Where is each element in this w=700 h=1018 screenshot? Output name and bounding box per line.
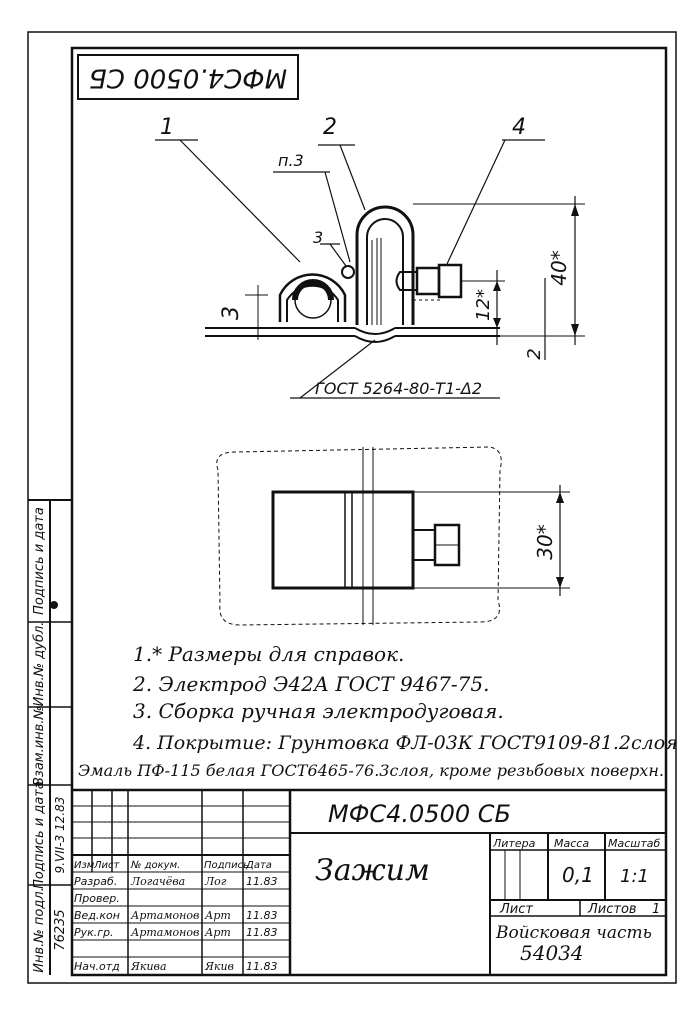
tb-role: Разраб. xyxy=(74,875,117,888)
hdr-izm: Изм xyxy=(74,860,95,871)
doc-code-rotated: МФС4.0500 СБ xyxy=(89,63,287,93)
tb-date: 11.83 xyxy=(246,960,278,973)
title-block: Изм Лист № докум. Подпись Дата Разраб. Л… xyxy=(72,788,666,975)
tb-date: 11.83 xyxy=(246,926,278,939)
weld-standard: ГОСТ 5264-80-Т1-Δ2 xyxy=(315,379,482,398)
tb-row-prover: Провер. xyxy=(74,892,120,905)
note-3: 3. Сборка ручная электродуговая. xyxy=(133,699,504,723)
tb-title: Зажим xyxy=(315,853,430,888)
tb-row-vedkon: Вед.кон Артамонов Арт 11.83 xyxy=(74,909,278,922)
tb-org-line2: 54034 xyxy=(520,941,584,965)
tb-name: Логачёва xyxy=(130,875,185,888)
note-4-continued: Эмаль ПФ-115 белая ГОСТ6465-76.3слоя, кр… xyxy=(78,761,664,780)
section-view: 1 2 п.3 4 3 3 40* 12* 2 ГОСТ 5264-80-Т1-… xyxy=(155,115,585,399)
dim-left-3: 3 xyxy=(219,306,244,320)
plan-view: 30* xyxy=(216,446,570,626)
outer-frame xyxy=(27,31,677,984)
stamp-sign-date-label: Подпись и дата xyxy=(32,507,47,615)
callout-p3: п.3 xyxy=(278,151,304,170)
tb-role: Провер. xyxy=(74,892,120,905)
tb-row-nachotd: Нач.отд Якива Якив 11.83 xyxy=(74,960,278,973)
stamp-inv-podl-label: Инв.№ подл. xyxy=(32,887,47,973)
hdr-doc-no: № докум. xyxy=(130,860,180,871)
tb-sign: Лог xyxy=(204,875,227,888)
dim-offset-12: 12* xyxy=(473,289,494,321)
callout-1: 1 xyxy=(160,115,174,140)
dim-width-30: 30* xyxy=(533,524,557,559)
tb-role: Рук.гр. xyxy=(74,926,114,939)
hdr-date: Дата xyxy=(245,860,272,871)
inner-frame xyxy=(70,46,668,977)
tb-sheet-label: Лист xyxy=(499,902,533,917)
tb-mass-label: Масса xyxy=(554,837,589,850)
tb-sign: Якив xyxy=(204,960,234,973)
tb-sign: Арт xyxy=(204,909,231,922)
tb-mass-value: 0,1 xyxy=(562,863,594,887)
tb-date: 11.83 xyxy=(246,875,278,888)
tb-scale-value: 1:1 xyxy=(620,866,649,887)
stamp-vzam-label: Взам.инв.№ xyxy=(32,706,47,786)
hdr-list: Лист xyxy=(93,860,121,871)
note-4: 4. Покрытие: Грунтовка ФЛ-03К ГОСТ9109-8… xyxy=(132,732,678,754)
tb-name: Артамонов xyxy=(130,926,199,939)
tb-sheets-value: 1 xyxy=(652,902,660,917)
hdr-sign: Подпись xyxy=(204,860,249,871)
tb-role: Нач.отд xyxy=(74,960,120,973)
doc-code-rotated-box: МФС4.0500 СБ xyxy=(77,54,299,100)
callout-2: 2 xyxy=(323,115,337,140)
tb-sign: Арт xyxy=(204,926,231,939)
tb-name: Артамонов xyxy=(130,909,199,922)
callout-4: 4 xyxy=(512,115,526,140)
dim-height-40: 40* xyxy=(547,250,571,285)
tb-date: 11.83 xyxy=(246,909,278,922)
tb-org-line1: Войсковая часть xyxy=(495,923,652,943)
left-stamp-strip: Подпись и дата Инв.№ дубл. Взам.инв.№ По… xyxy=(28,499,72,975)
note-2: 2. Электрод Э42А ГОСТ 9467-75. xyxy=(132,672,489,696)
weld-leg-label: 3 xyxy=(313,228,323,247)
tb-doc-code: МФС4.0500 СБ xyxy=(328,800,511,828)
tb-row-rukgr: Рук.гр. Артамонов Арт 11.83 xyxy=(74,926,278,939)
dim-thickness-2: 2 xyxy=(524,348,545,359)
tb-sheets-label: Листов xyxy=(587,902,637,917)
tb-scale-label: Масштаб xyxy=(608,837,660,850)
tb-role: Вед.кон xyxy=(74,909,120,922)
tb-litera-label: Литера xyxy=(492,837,536,850)
tb-name: Якива xyxy=(130,960,167,973)
stamp-sign-date2-label: Подпись и дата xyxy=(32,781,47,889)
stamp-sign-date2-value: 9.VII-3 12.83 xyxy=(53,797,67,874)
tb-row-razrab: Разраб. Логачёва Лог 11.83 xyxy=(74,875,278,888)
technical-notes: 1.* Размеры для справок. 2. Электрод Э42… xyxy=(78,642,678,780)
stamp-inv-dubl-label: Инв.№ дубл. xyxy=(32,622,47,707)
note-1: 1.* Размеры для справок. xyxy=(133,642,404,666)
stamp-inv-podl-value: 76235 xyxy=(53,909,68,950)
